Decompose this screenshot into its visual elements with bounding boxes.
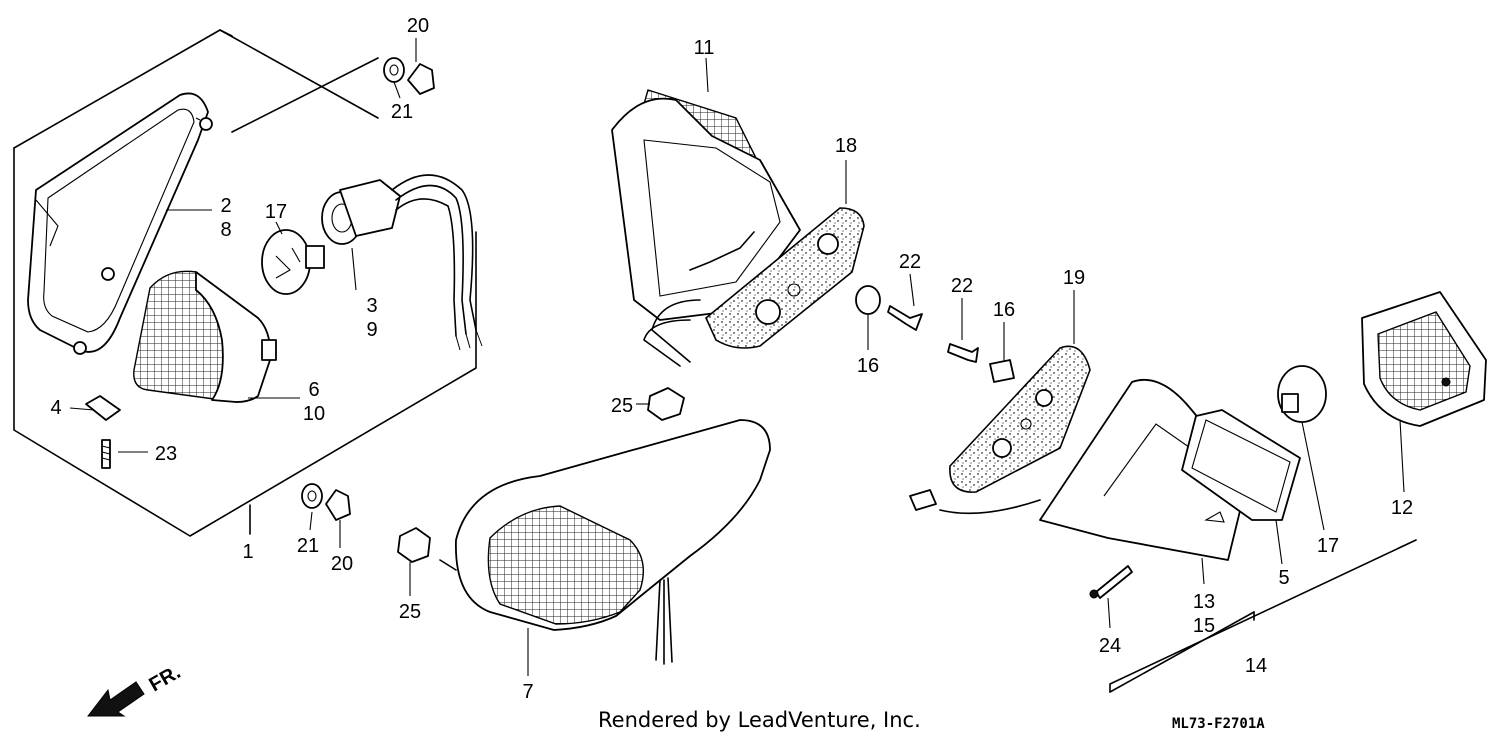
callout-10: 10 [303,403,325,425]
callout-1: 1 [242,541,253,563]
callout-16a: 16 [857,355,879,377]
callout-9: 9 [366,319,377,341]
bolt-22-lower [947,343,979,363]
bolt-22-upper [887,305,923,331]
callout-12: 12 [1391,497,1413,519]
callout-17: 17 [265,201,287,223]
rear-signal-plate-19 [949,345,1091,493]
callout-7: 7 [522,681,533,703]
callout-22a: 22 [899,251,921,273]
leader-lines [69,38,1405,676]
callout-8: 8 [220,219,231,241]
callout-2: 2 [220,195,231,217]
callout-5: 5 [1278,567,1289,589]
screw-23 [101,439,111,469]
front-direction-arrow: FR. [86,661,185,717]
callout-22b: 22 [951,275,973,297]
screw-24 [1089,565,1133,599]
bottom-washer-nut [301,483,351,521]
assembly-14-outline [1109,539,1417,693]
credit-text: Rendered by LeadVenture, Inc. [598,708,921,732]
rear-signal-bracket-18 [705,207,865,349]
rear-signal-lens-12 [1361,291,1487,427]
callout-11: 11 [694,37,715,59]
callout-6: 6 [308,379,319,401]
callout-20: 20 [407,15,429,37]
front-direction-label: FR. [146,661,185,696]
front-signal-bulb [261,229,325,295]
clip-nut-4 [85,395,121,421]
callout-21: 21 [391,101,413,123]
callout-13: 13 [1193,591,1215,613]
callout-24: 24 [1099,635,1121,657]
nut-25-upper [647,387,685,421]
front-signal-lens [133,270,277,403]
callout-17b: 17 [1317,535,1339,557]
callout-4: 4 [50,397,61,419]
signal-assembly-7 [439,419,771,665]
rear-signal-bulb [1277,365,1327,423]
callout-15: 15 [1193,615,1215,637]
callout-3: 3 [366,295,377,317]
callout-18: 18 [835,135,857,157]
callout-23: 23 [155,443,177,465]
front-signal-socket [321,174,483,351]
callout-20b: 20 [331,553,353,575]
callout-19: 19 [1063,267,1085,289]
callout-16b: 16 [993,299,1015,321]
diagram-code: ML73-F2701A [1172,716,1265,732]
rear-signal-housing-11 [611,89,801,367]
nut-25-lower [397,527,431,563]
callout-25a: 25 [611,395,633,417]
assembly-1-outline [13,29,477,537]
gasket-5 [1181,409,1301,521]
collar-16-lower [989,359,1015,383]
callout-21b: 21 [297,535,319,557]
callout-labels: 20 21 2 8 17 3 9 6 10 4 23 1 21 20 11 18… [50,15,1413,703]
callout-14: 14 [1245,655,1267,677]
callout-25b: 25 [399,601,421,623]
collar-16-upper [855,285,881,315]
front-signal-housing [27,92,213,355]
top-washer-nut [383,57,435,95]
